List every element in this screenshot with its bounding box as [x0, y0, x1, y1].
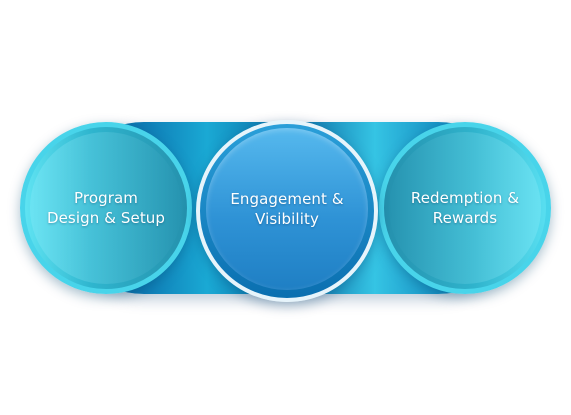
stage-circle-program-design: Program Design & Setup — [20, 122, 192, 294]
stage-label: Redemption & Rewards — [410, 189, 520, 227]
stage-circle-inner — [30, 132, 182, 284]
stage-circle-engagement: Engagement & Visibility — [206, 128, 368, 290]
stage-label: Engagement & Visibility — [230, 190, 344, 228]
stage-circle-redemption: Redemption & Rewards — [379, 122, 551, 294]
stage-circle-inner — [389, 132, 541, 284]
stage-label: Program Design & Setup — [46, 189, 166, 227]
